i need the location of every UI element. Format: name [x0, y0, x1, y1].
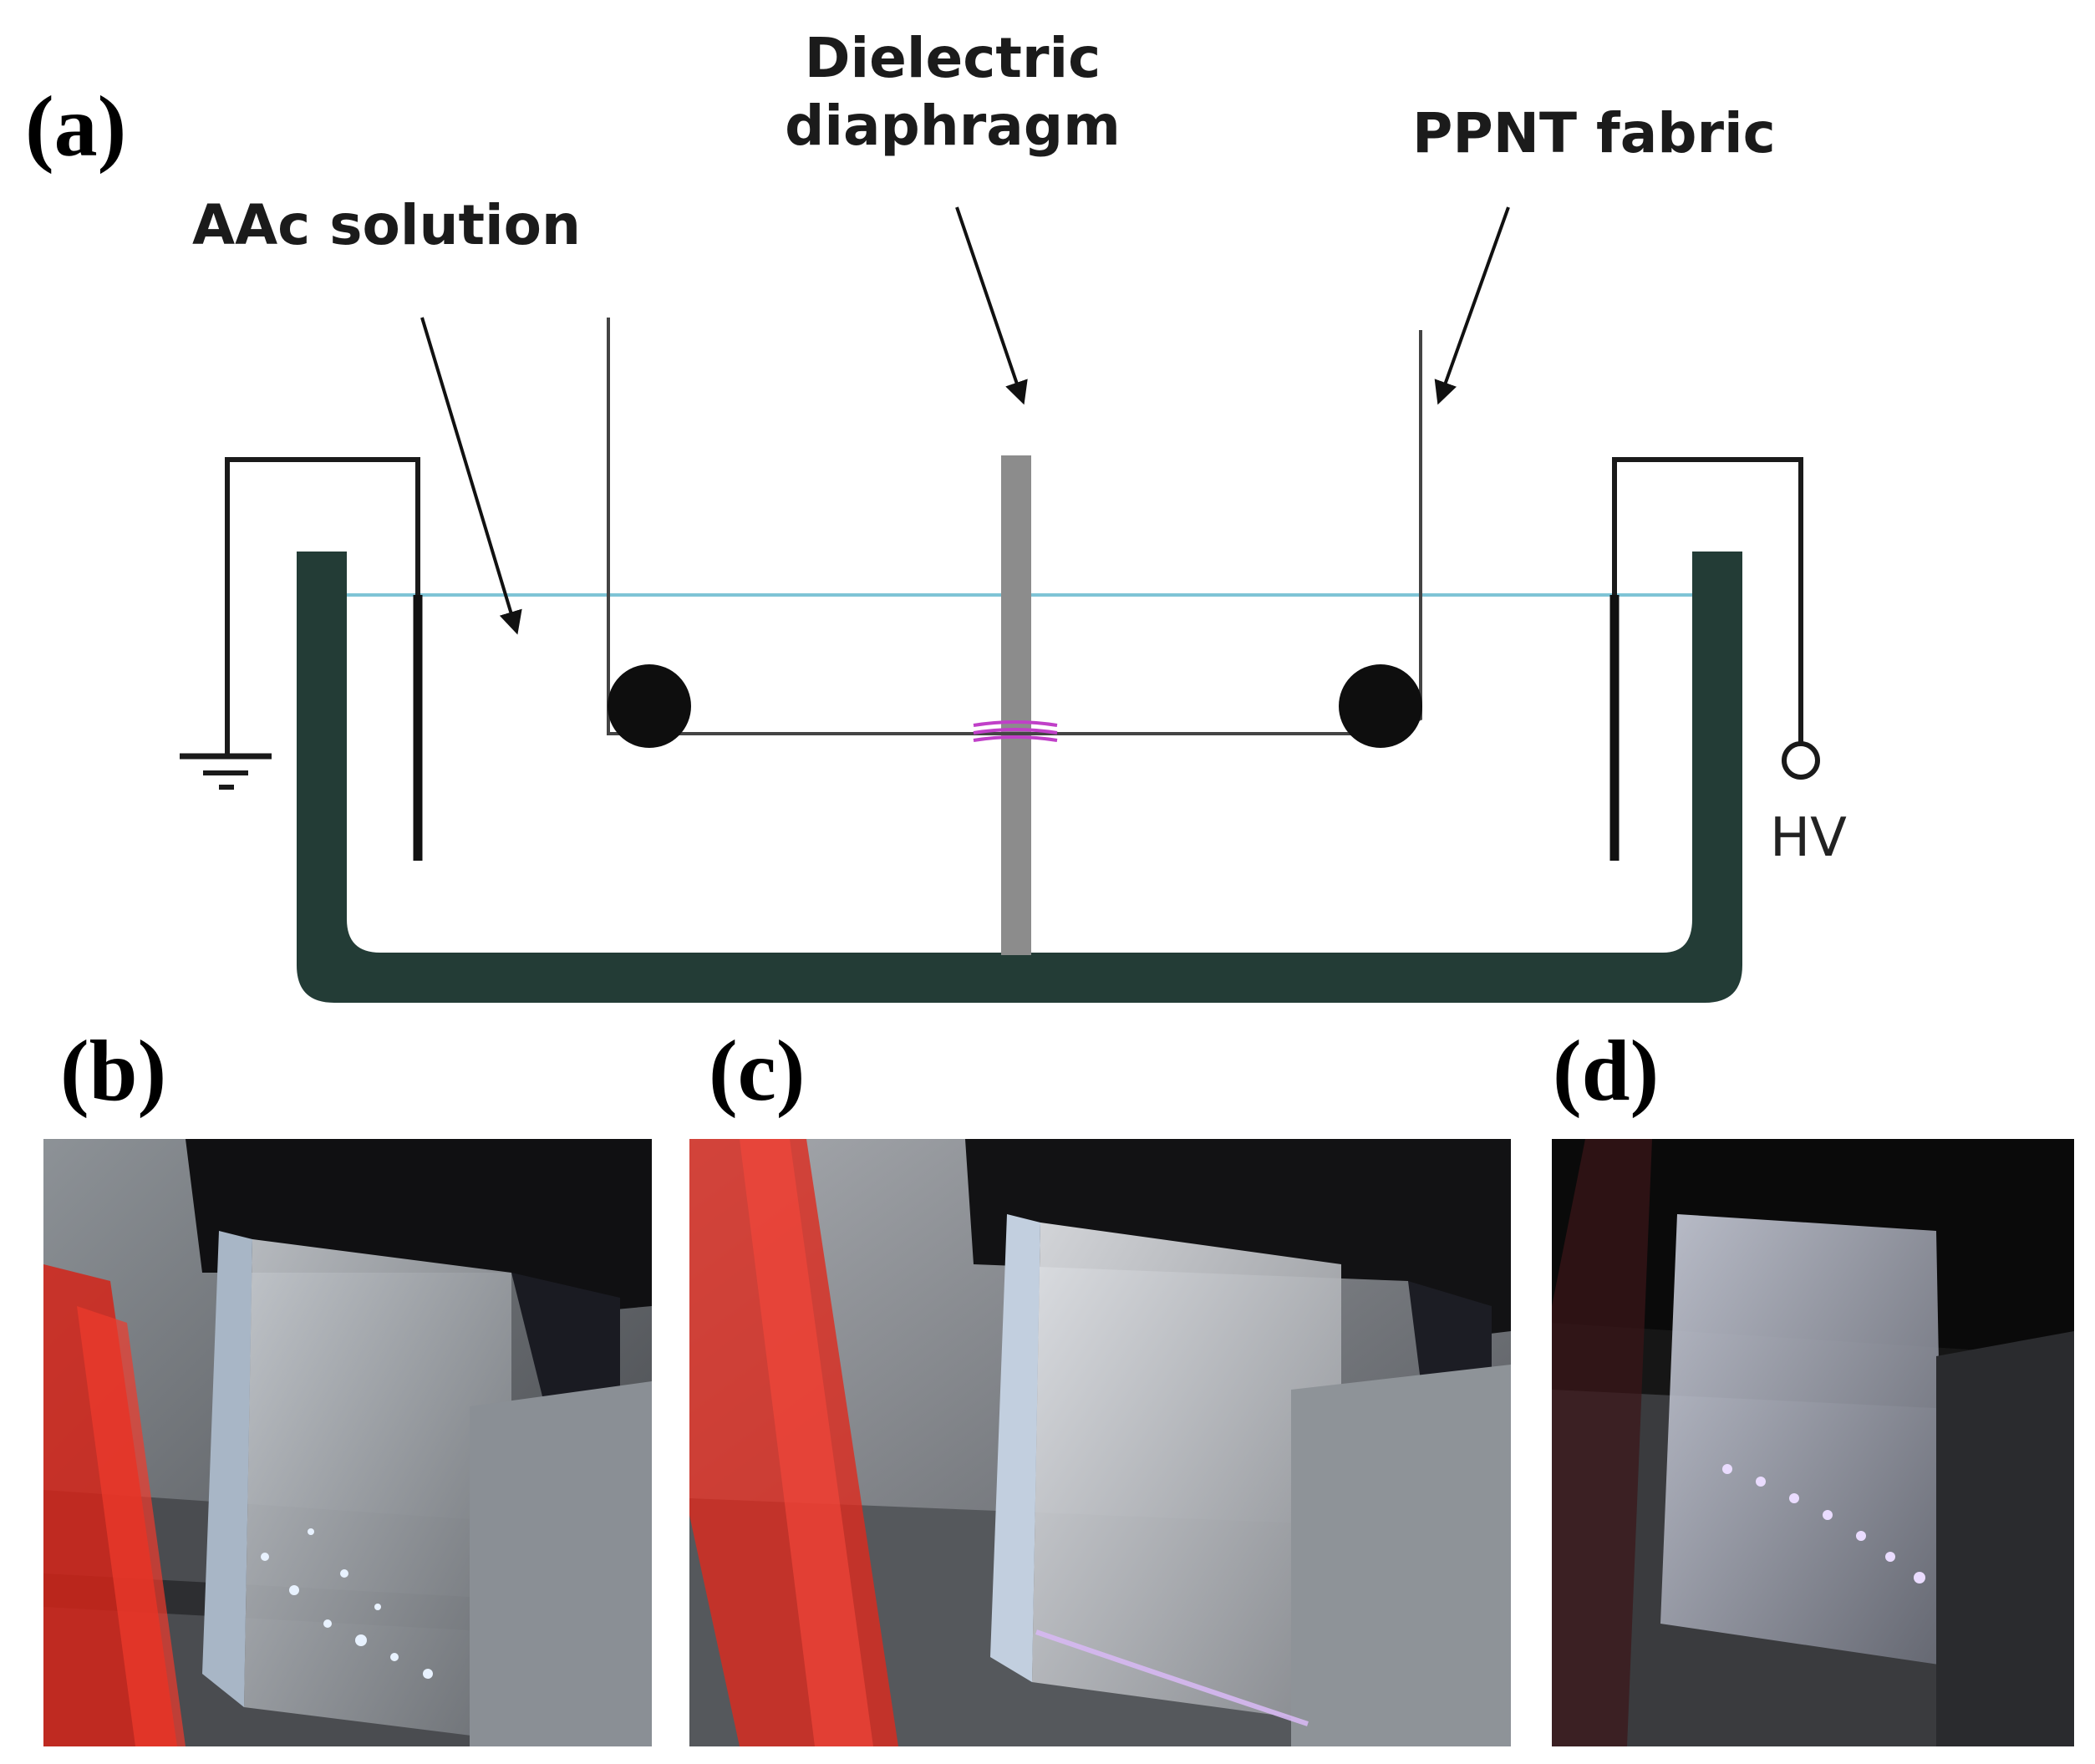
label-dielectric-diaphragm: Dielectric diaphragm: [777, 25, 1128, 160]
arrow-ppnt-fabric: [1434, 206, 1510, 405]
ground-symbol: [180, 753, 272, 790]
hv-terminal: [1782, 741, 1820, 780]
label-dielectric-line2: diaphragm: [785, 93, 1121, 158]
schematic-diagram: [180, 206, 1820, 1003]
arrow-aac-solution: [420, 317, 522, 635]
photo-d: [1552, 1139, 2074, 1746]
left-roller: [608, 664, 691, 748]
panel-label-b: (b): [60, 1023, 167, 1119]
panel-label-c: (c): [709, 1023, 806, 1119]
dielectric-diaphragm: [1001, 455, 1031, 955]
discharge-mark: [973, 720, 1058, 742]
photo-b: [43, 1139, 652, 1746]
panel-label-d: (d): [1553, 1023, 1660, 1119]
label-aac-solution: AAc solution: [192, 193, 581, 257]
label-hv: HV: [1770, 807, 1847, 869]
arrow-dielectric-diaphragm: [955, 206, 1028, 405]
photo-c: [689, 1139, 1511, 1746]
label-dielectric-line1: Dielectric: [804, 26, 1101, 90]
tank: [297, 552, 1742, 1003]
panel-label-a: (a): [25, 79, 127, 175]
label-ppnt-fabric: PPNT fabric: [1412, 101, 1776, 165]
right-roller: [1339, 664, 1422, 748]
